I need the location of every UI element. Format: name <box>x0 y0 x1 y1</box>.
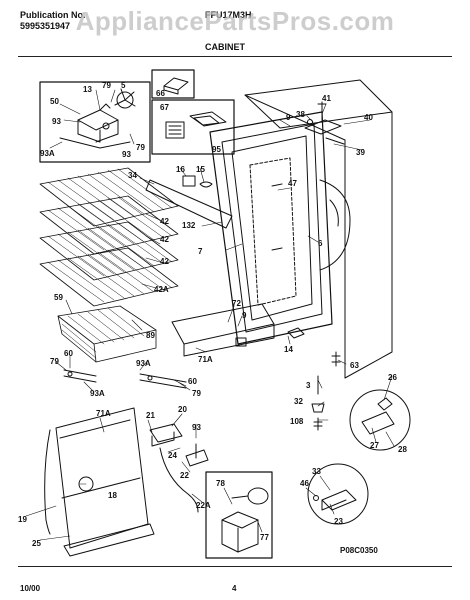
part-label: 132 <box>182 221 196 230</box>
part-label: 22 <box>180 471 189 480</box>
part-label: 108 <box>290 417 304 426</box>
part-label: 34 <box>128 171 137 180</box>
part-label: 9 <box>286 113 291 122</box>
part-label: 23 <box>334 517 343 526</box>
fan-motor-inset <box>39 81 151 163</box>
wire-shelves <box>39 167 179 307</box>
part-label: 66 <box>156 89 165 98</box>
part-label: 67 <box>160 103 169 112</box>
part-label: 93 <box>192 423 201 432</box>
publication-number: 5995351947 <box>20 21 71 31</box>
light-switch-parts <box>145 175 233 229</box>
heater-parts <box>149 423 209 513</box>
diagram-code: P08C0350 <box>340 546 378 555</box>
part-label: 22A <box>196 501 211 510</box>
part-label: 63 <box>350 361 359 370</box>
footer-date: 10/00 <box>20 584 41 593</box>
part-label: 60 <box>64 349 73 358</box>
part-label: 46 <box>300 479 309 488</box>
part-label: 89 <box>146 331 155 340</box>
part-label: 42 <box>160 235 169 244</box>
part-label: 93A <box>90 389 105 398</box>
part-label: 77 <box>260 533 269 542</box>
publication-label: Publication No. <box>20 10 86 20</box>
part-label: 24 <box>168 451 177 460</box>
part-label: 79 <box>102 81 111 90</box>
part-label: 9 <box>242 311 247 320</box>
part-label: 19 <box>18 515 27 524</box>
part-label: 42 <box>160 257 169 266</box>
part-label: 42A <box>154 285 169 294</box>
part-label: 16 <box>176 165 185 174</box>
header-rule <box>18 56 452 57</box>
part-label: 32 <box>294 397 303 406</box>
part-label: 6 <box>318 239 323 248</box>
part-label: 59 <box>54 293 63 302</box>
part-label: 40 <box>364 113 373 122</box>
part-label: 71A <box>198 355 213 364</box>
section-title: CABINET <box>205 42 245 52</box>
part-66-inset <box>151 69 195 99</box>
part-label: 27 <box>370 441 379 450</box>
part-label: 28 <box>398 445 407 454</box>
part-67-95-inset <box>151 99 235 155</box>
part-label: 13 <box>83 85 92 94</box>
footer-rule <box>18 566 452 567</box>
part-label: 25 <box>32 539 41 548</box>
part-77-78-inset <box>205 471 273 559</box>
basket-supports <box>63 369 187 389</box>
part-label: 39 <box>356 148 365 157</box>
part-label: 79 <box>136 143 145 152</box>
part-label: 79 <box>192 389 201 398</box>
part-label: 79 <box>50 357 59 366</box>
part-number-labels: 5 79 13 66 50 93 93A 79 93 67 95 41 38 9… <box>18 81 407 548</box>
part-label: 95 <box>212 145 221 154</box>
part-label: 93A <box>40 149 55 158</box>
bottom-panel <box>44 407 155 557</box>
part-label: 20 <box>178 405 187 414</box>
cabinet-body <box>244 79 393 379</box>
part-label: 15 <box>196 165 205 174</box>
top-hinge <box>304 101 345 145</box>
model-number: FFU17M3H <box>205 10 252 20</box>
part-label: 3 <box>306 381 311 390</box>
wire-basket <box>57 305 157 363</box>
leveling-legs <box>287 327 341 367</box>
part-label: 41 <box>322 94 331 103</box>
part-label: 26 <box>388 373 397 382</box>
bottom-hinge-parts <box>311 375 411 451</box>
leader-lines <box>25 89 395 541</box>
part-label: 47 <box>288 179 297 188</box>
part-label: 21 <box>146 411 155 420</box>
door-liner <box>209 111 333 345</box>
part-label: 33 <box>312 467 321 476</box>
part-label: 71A <box>96 409 111 418</box>
part-label: 7 <box>198 247 203 256</box>
part-label: 38 <box>296 110 305 119</box>
part-label: 93 <box>52 117 61 126</box>
part-33-46-23-inset <box>307 463 369 525</box>
part-label: 78 <box>216 479 225 488</box>
part-label: 93 <box>122 150 131 159</box>
part-label: 5 <box>121 81 126 90</box>
part-label: 93A <box>136 359 151 368</box>
part-label: 18 <box>108 491 117 500</box>
part-label: 14 <box>284 345 293 354</box>
part-label: 72 <box>232 299 241 308</box>
kickplate <box>171 303 275 357</box>
part-label: 60 <box>188 377 197 386</box>
part-label: 50 <box>50 97 59 106</box>
page-number: 4 <box>232 584 237 593</box>
part-label: 42 <box>160 217 169 226</box>
